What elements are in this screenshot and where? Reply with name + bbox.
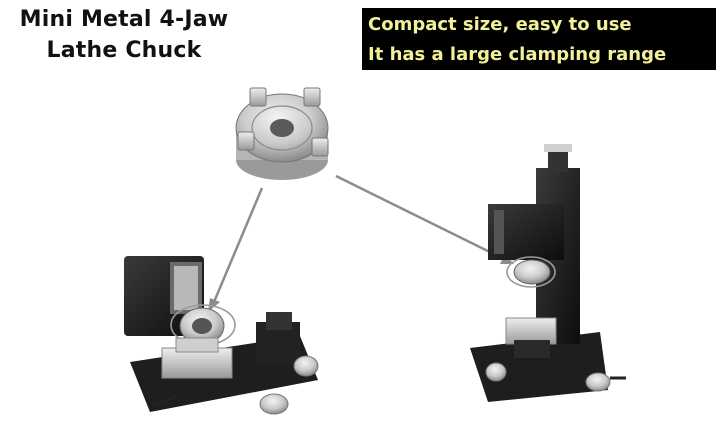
banner-line-2: It has a large clamping range [368, 44, 667, 65]
chuck-image [235, 87, 329, 180]
banner-line-1: Compact size, easy to use [368, 14, 632, 35]
title-line-2: Lathe Chuck [46, 38, 202, 63]
arrow-to-lathe [208, 187, 264, 312]
lathe-image [124, 256, 319, 415]
mill-image [470, 144, 626, 402]
feature-banner: Compact size, easy to use It has a large… [362, 8, 716, 70]
title-line-1: Mini Metal 4-Jaw [19, 7, 229, 32]
arrow-to-mill [335, 174, 514, 264]
product-title: Mini Metal 4-Jaw Lathe Chuck [8, 4, 240, 66]
